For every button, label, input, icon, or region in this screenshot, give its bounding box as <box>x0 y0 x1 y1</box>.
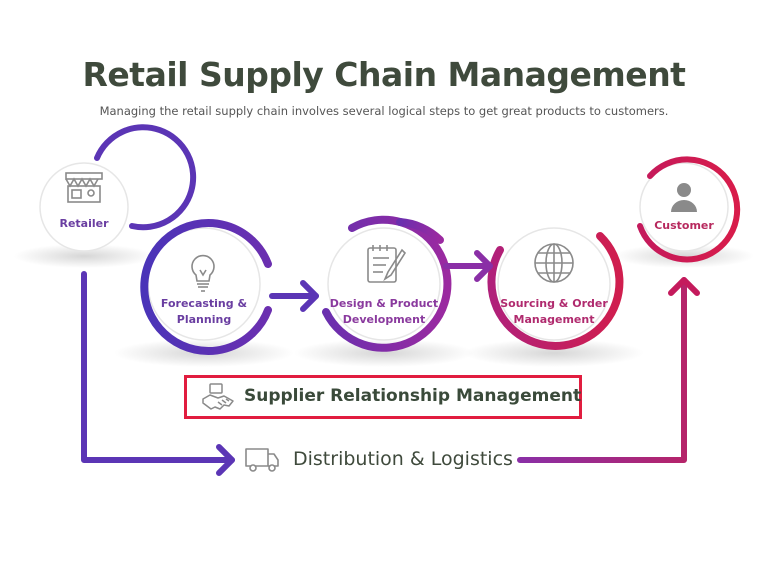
forecasting-label: Forecasting & Planning <box>160 297 248 326</box>
page-title: Retail Supply Chain Management <box>82 55 686 94</box>
globe-icon <box>534 243 574 283</box>
retailer-circle <box>39 162 129 252</box>
arrow-design-to-sourcing <box>443 250 493 282</box>
customer-label: Customer <box>654 219 714 232</box>
storefront-icon <box>65 172 103 203</box>
design-shadow <box>294 339 474 367</box>
arrow-forecasting-to-design <box>269 280 319 312</box>
arrow-retailer-to-distribution <box>81 271 235 476</box>
design-circle <box>327 227 441 341</box>
truck-icon <box>245 448 279 472</box>
retailer-ring <box>94 124 197 231</box>
distribution-logistics-label: Distribution & Logistics <box>293 448 513 470</box>
forecasting-ring <box>140 219 272 355</box>
person-icon <box>671 183 697 212</box>
retailer-label: Retailer <box>59 217 109 230</box>
lightbulb-icon <box>191 254 215 292</box>
customer-ring <box>637 156 741 263</box>
retailer-shadow <box>14 244 154 268</box>
sourcing-label: Sourcing & Order Management <box>500 297 608 326</box>
page-subtitle: Managing the retail supply chain involve… <box>99 104 669 118</box>
supplier-relationship-label: Supplier Relationship Management <box>244 386 582 406</box>
sourcing-circle <box>497 227 611 341</box>
sourcing-ring <box>487 232 624 350</box>
notepad-pencil-icon <box>367 245 407 283</box>
sourcing-shadow <box>464 339 644 367</box>
design-ring-top <box>396 218 444 244</box>
arrow-distribution-to-customer <box>517 277 687 463</box>
design-label: Design & Product Development <box>329 297 439 326</box>
supplier-relationship-highlight <box>184 375 582 419</box>
handshake-icon <box>202 383 234 410</box>
arrow-customer-head <box>668 277 700 296</box>
